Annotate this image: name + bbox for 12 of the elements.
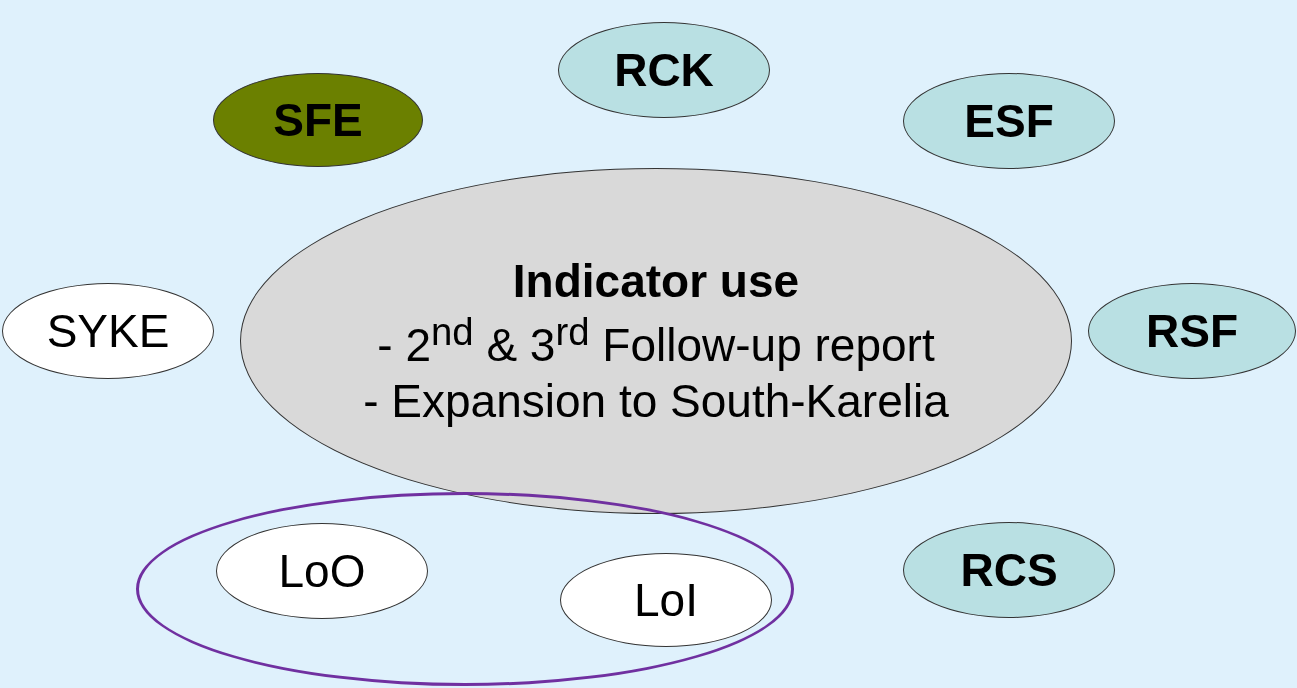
node-label: ESF [964, 94, 1054, 148]
node-label: RCS [960, 543, 1058, 597]
node-label: RCK [614, 43, 714, 97]
bullet-line: - 2$^{nd}$ & 3$^{rd}$ Follow-up report [377, 308, 935, 374]
node-label: RSF [1146, 304, 1238, 358]
group-ellipse [136, 492, 794, 686]
node-label: SYKE [46, 304, 170, 358]
node-label: SFE [273, 93, 363, 147]
bullet-line: - Expansion to South-Karelia [363, 374, 949, 430]
node-label: LoO [278, 544, 366, 598]
node-heading: Indicator use [512, 253, 800, 309]
node-label: LoI [634, 573, 698, 627]
